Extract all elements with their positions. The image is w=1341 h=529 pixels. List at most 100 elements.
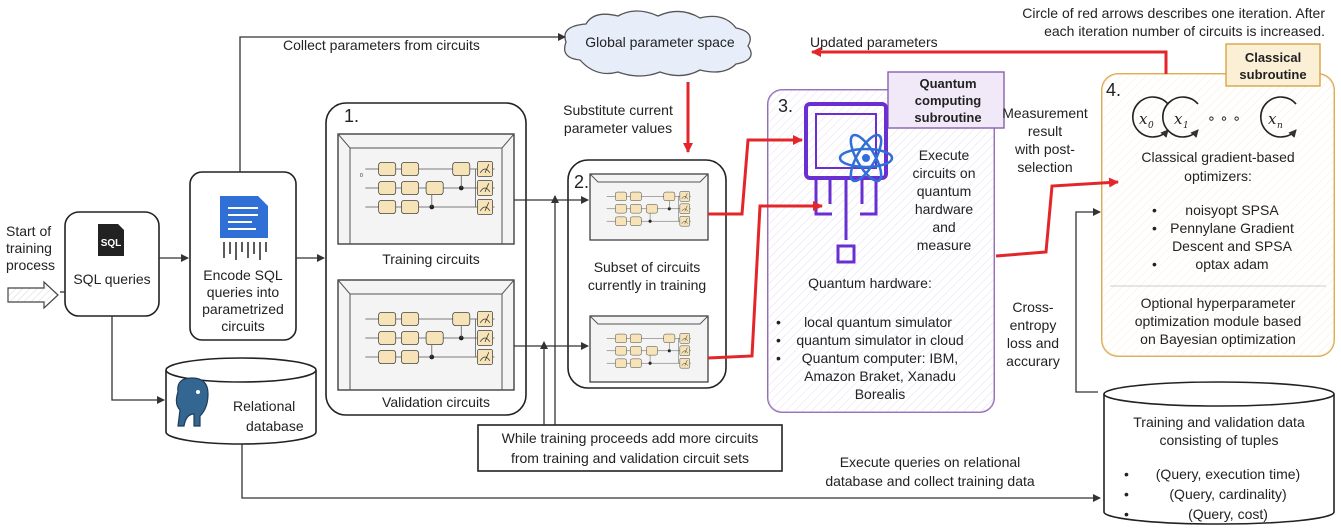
svg-text:circuits: circuits bbox=[221, 318, 265, 334]
start-arrow-icon bbox=[7, 280, 59, 310]
svg-text:•: • bbox=[776, 350, 781, 366]
svg-text:Borealis: Borealis bbox=[855, 386, 906, 402]
subset-validation-circuit bbox=[589, 315, 709, 383]
svg-text:•: • bbox=[1152, 256, 1157, 272]
svg-text:hardware: hardware bbox=[915, 201, 974, 217]
hardware-item: Quantum computer: IBM, bbox=[802, 350, 958, 366]
svg-text:x: x bbox=[1268, 110, 1277, 128]
validation-circuits-box bbox=[337, 279, 515, 391]
svg-text:•: • bbox=[1152, 220, 1157, 236]
step-1-number: 1. bbox=[344, 106, 359, 126]
svg-text:optimization module based: optimization module based bbox=[1135, 313, 1302, 329]
database-to-training-data-arrow bbox=[241, 444, 1101, 502]
collect-arrow bbox=[239, 33, 566, 172]
svg-text:x: x bbox=[1139, 110, 1148, 128]
iteration-note: Circle of red arrows describes one itera… bbox=[1022, 5, 1325, 21]
hyperparameter-label: Optional hyperparameter bbox=[1141, 295, 1296, 311]
circuit-sets-block: 1. 0 Training circuits Validation circui… bbox=[325, 102, 527, 416]
iteration-note-2: each iteration number of circuits is inc… bbox=[1044, 23, 1325, 39]
svg-text:consisting of tuples: consisting of tuples bbox=[1159, 432, 1278, 448]
measurement-arrow bbox=[995, 177, 1119, 258]
svg-text:x: x bbox=[1174, 110, 1183, 128]
iteration-loop bbox=[683, 47, 1168, 360]
svg-text:0: 0 bbox=[1148, 121, 1154, 131]
svg-text:Cross-: Cross- bbox=[1012, 299, 1054, 315]
start-node: Start of training process bbox=[6, 223, 59, 310]
svg-text:While training proceeds add mo: While training proceeds add more circuit… bbox=[502, 430, 759, 446]
optimizer-list: • noisyopt SPSA • Pennylane Gradient Des… bbox=[1152, 202, 1294, 272]
encode-node: Encode SQL queries into parametrized cir… bbox=[189, 171, 297, 341]
svg-text:Classical gradient-based: Classical gradient-based bbox=[1141, 149, 1294, 165]
svg-text:parametrized: parametrized bbox=[202, 301, 284, 317]
svg-text:training: training bbox=[6, 240, 52, 256]
svg-text:n: n bbox=[1277, 121, 1283, 131]
hardware-item: quantum simulator in cloud bbox=[796, 332, 963, 348]
updated-parameters-label: Updated parameters bbox=[810, 34, 938, 50]
quantum-hardware-heading: Quantum hardware: bbox=[808, 275, 932, 291]
quantum-subroutine-block: 3. Quantum computing subroutine bbox=[767, 71, 1005, 413]
svg-text:1: 1 bbox=[1183, 121, 1189, 131]
svg-text:quantum: quantum bbox=[917, 183, 971, 199]
collect-parameters-label: Collect parameters from circuits bbox=[283, 37, 480, 53]
svg-text:database: database bbox=[246, 418, 304, 434]
svg-text:∘ ∘ ∘: ∘ ∘ ∘ bbox=[1207, 110, 1241, 126]
svg-text:queries into: queries into bbox=[207, 284, 280, 300]
subset-block: 2. Subset of circuits currently in train… bbox=[567, 159, 727, 389]
training-data-store: Training and validation data consisting … bbox=[1103, 381, 1335, 525]
training-circuits-label: Training circuits bbox=[382, 251, 480, 267]
execute-queries-label: Execute queries on relational bbox=[840, 454, 1021, 470]
document-code-icon bbox=[220, 196, 268, 260]
svg-text:entropy: entropy bbox=[1010, 317, 1057, 333]
svg-text:Relational: Relational bbox=[233, 398, 295, 414]
svg-text:circuits on: circuits on bbox=[912, 165, 975, 181]
sql-queries-node: SQL SQL queries bbox=[64, 211, 160, 317]
svg-text:Training and validation data: Training and validation data bbox=[1133, 414, 1305, 430]
svg-text:loss and: loss and bbox=[1007, 335, 1059, 351]
training-circuits-box: 0 bbox=[337, 133, 515, 245]
svg-text:Quantum: Quantum bbox=[919, 76, 976, 91]
sql-icon: SQL bbox=[98, 224, 124, 256]
optimizer-item: optax adam bbox=[1195, 256, 1268, 272]
subset-training-circuit bbox=[589, 173, 709, 241]
relational-database-node: Relational database bbox=[165, 357, 317, 445]
optimizer-loop-icons: x 0 x 1 ∘ ∘ ∘ x n bbox=[1132, 96, 1297, 138]
svg-text:•: • bbox=[776, 314, 781, 330]
while-training-note: While training proceeds add more circuit… bbox=[477, 424, 783, 472]
subset-label-2: currently in training bbox=[588, 277, 706, 293]
substitute-label-2: parameter values bbox=[564, 120, 672, 136]
execute-queries-label-2: database and collect training data bbox=[825, 473, 1035, 489]
sql-to-database-arrow bbox=[111, 316, 165, 404]
svg-text:Amazon Braket, Xanadu: Amazon Braket, Xanadu bbox=[804, 368, 956, 384]
loss-to-optimizer-arrow bbox=[1075, 208, 1101, 393]
svg-text:Start of: Start of bbox=[6, 223, 51, 239]
svg-text:accurary: accurary bbox=[1006, 353, 1060, 369]
svg-text:process: process bbox=[6, 257, 55, 273]
svg-text:selection: selection bbox=[1017, 159, 1072, 175]
substitute-label: Substitute current bbox=[563, 102, 673, 118]
step-3-number: 3. bbox=[778, 96, 793, 116]
cross-entropy-label: Cross- entropy loss and accurary bbox=[1006, 299, 1060, 369]
quantum-chip-icon bbox=[804, 102, 888, 264]
measurement-label: Measurement result with post- selection bbox=[1002, 105, 1088, 175]
svg-text:Classical: Classical bbox=[1245, 50, 1301, 65]
svg-text:SQL queries: SQL queries bbox=[73, 271, 150, 287]
step-2-number: 2. bbox=[574, 172, 589, 192]
svg-text:•: • bbox=[1152, 202, 1157, 218]
classical-subroutine-block: 4. Classical subroutine x 0 x 1 ∘ ∘ ∘ x … bbox=[1101, 43, 1335, 357]
svg-text:0: 0 bbox=[360, 173, 363, 179]
hardware-item: local quantum simulator bbox=[804, 314, 952, 330]
svg-text:Encode SQL: Encode SQL bbox=[203, 267, 283, 283]
global-parameter-space-cloud: Global parameter space bbox=[563, 10, 752, 77]
svg-text:subroutine: subroutine bbox=[914, 110, 981, 125]
svg-text:computing: computing bbox=[915, 93, 981, 108]
svg-text:•: • bbox=[1124, 486, 1129, 502]
tuple-item: (Query, execution time) bbox=[1156, 466, 1300, 482]
svg-text:•: • bbox=[1124, 466, 1129, 482]
training-to-quantum-arrow bbox=[708, 135, 803, 216]
svg-text:•: • bbox=[1124, 506, 1129, 522]
updated-parameters-arrow bbox=[811, 47, 1168, 74]
svg-text:SQL: SQL bbox=[101, 238, 122, 249]
svg-text:from training and validation c: from training and validation circuit set… bbox=[511, 450, 749, 466]
subset-label: Subset of circuits bbox=[594, 259, 701, 275]
svg-text:on Bayesian optimization: on Bayesian optimization bbox=[1140, 331, 1296, 347]
